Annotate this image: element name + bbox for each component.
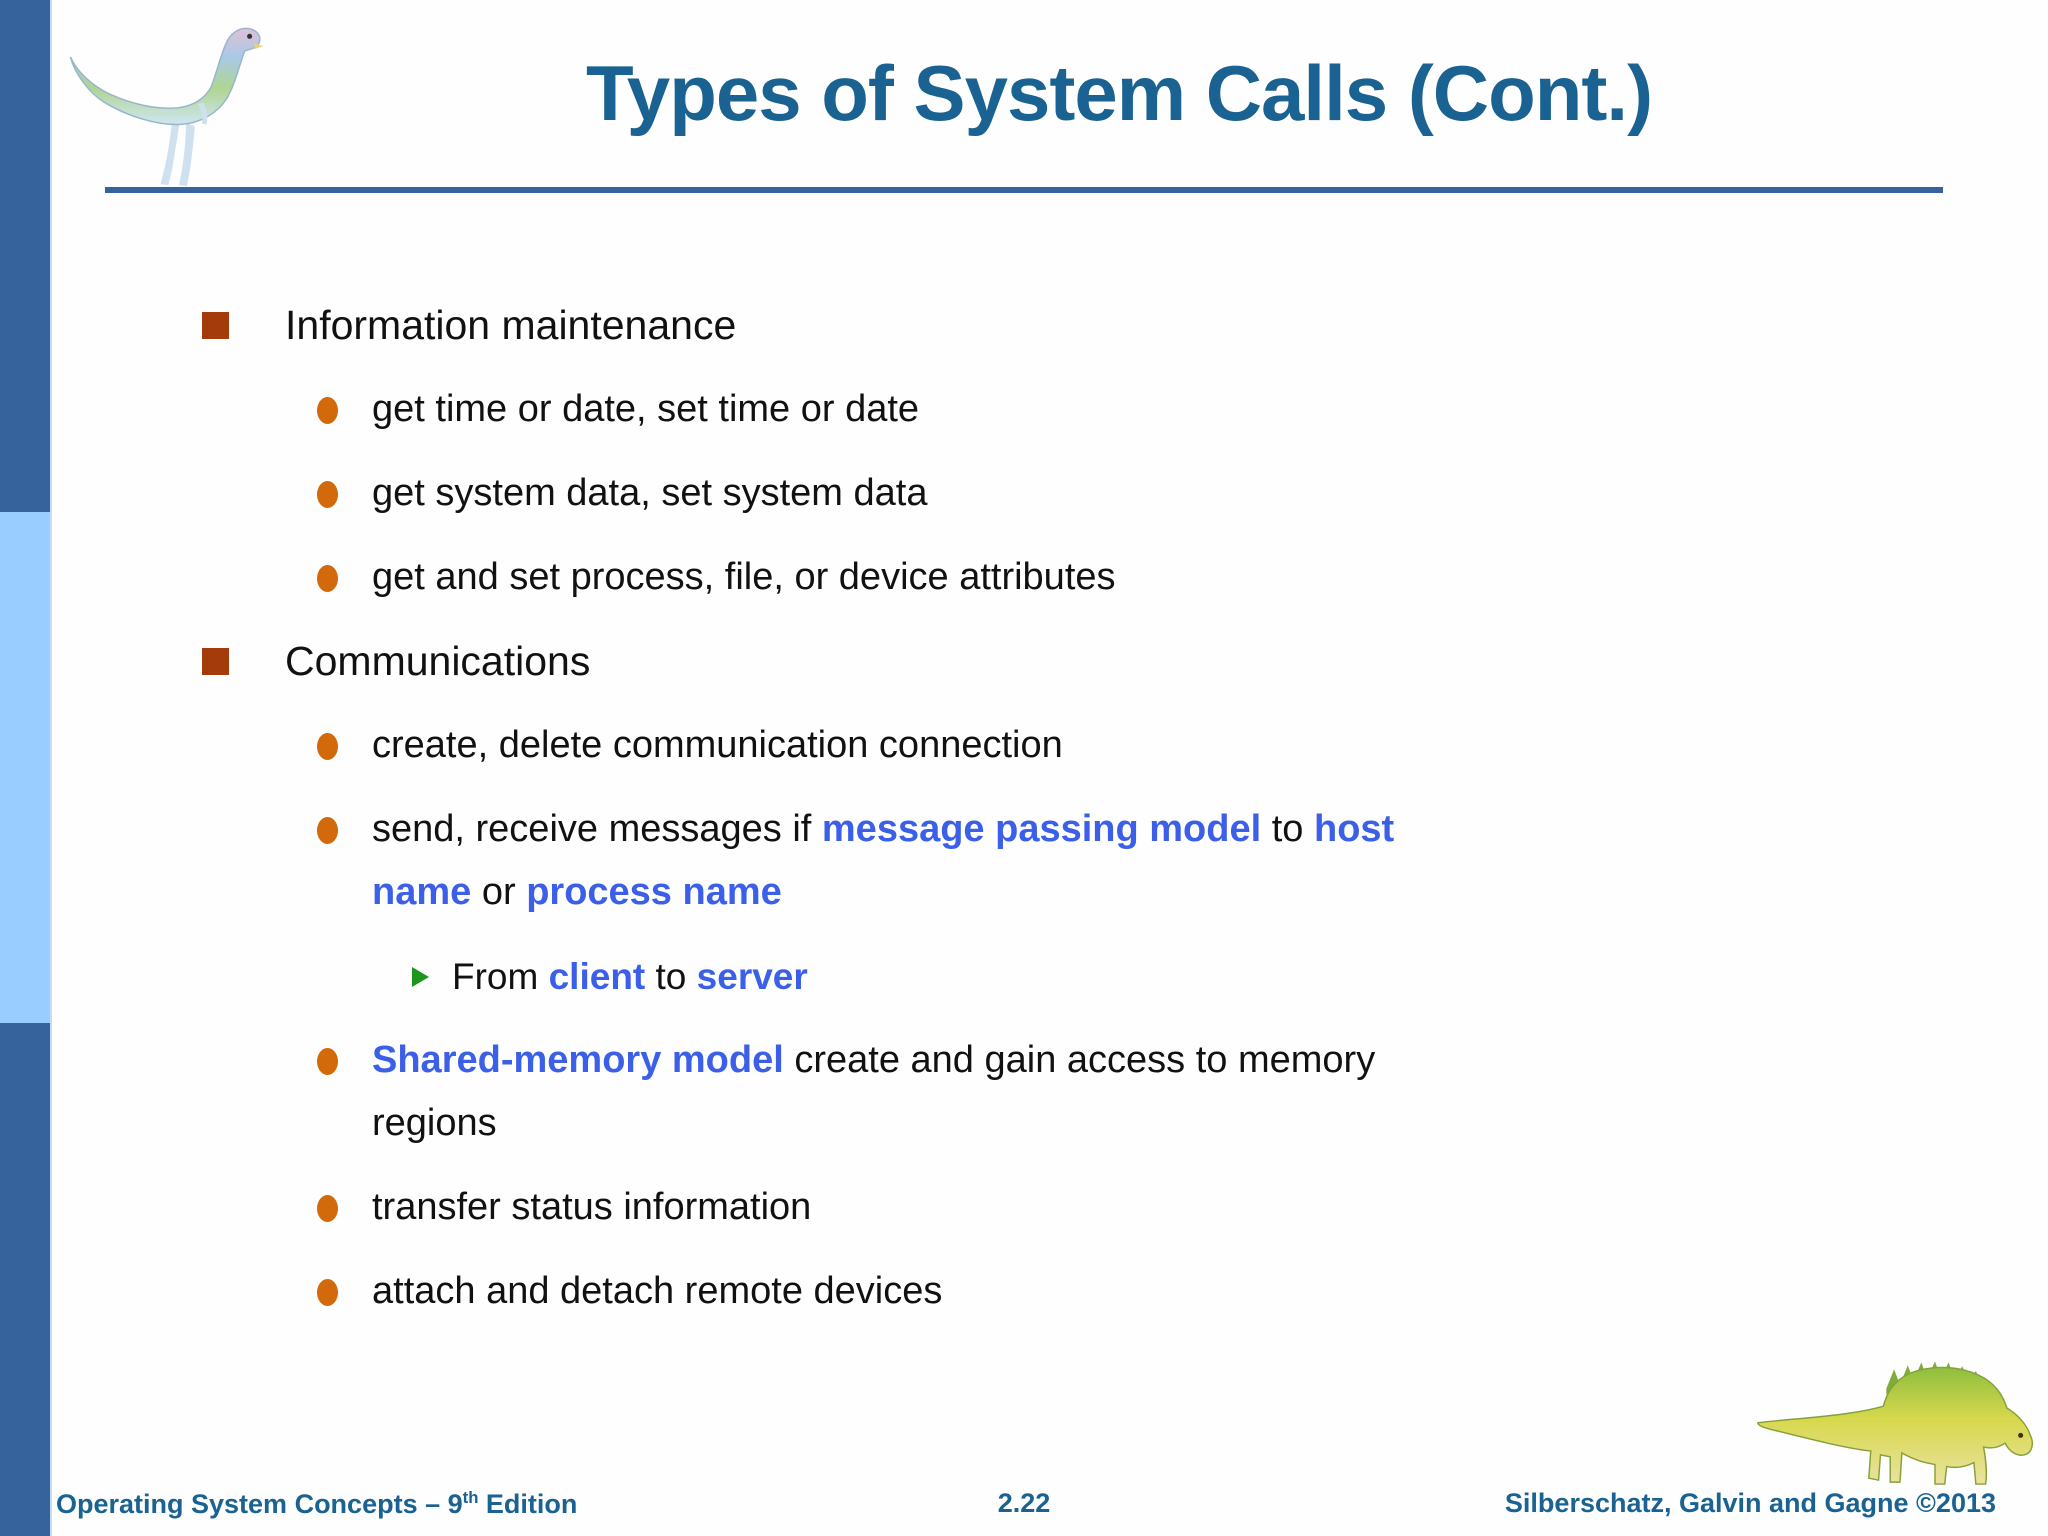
sidebar-segment-light-middle — [0, 512, 50, 1023]
list-item: transfer status information — [0, 1176, 2048, 1239]
list-item: From client to server — [0, 945, 2048, 1008]
triangle-bullet-icon — [412, 967, 429, 987]
circle-bullet-icon — [317, 817, 338, 844]
footer-book-title: Operating System Concepts – 9th Edition — [56, 1488, 578, 1519]
square-bullet-icon — [202, 648, 229, 675]
list-item-text: transfer status information — [372, 1186, 812, 1228]
slide-page-number: 2.22 — [997, 1488, 1051, 1518]
circle-bullet-icon — [317, 481, 338, 508]
list-item-text: Communications — [285, 638, 591, 684]
list-item-text: get system data, set system data — [372, 472, 928, 514]
bullet-list: Information maintenance get time or date,… — [0, 294, 2048, 1344]
circle-bullet-icon — [317, 565, 338, 592]
list-item: get system data, set system data — [0, 462, 2048, 525]
list-item-text: get time or date, set time or date — [372, 388, 920, 430]
circle-bullet-icon — [317, 733, 338, 760]
list-item: send, receive messages if message passin… — [0, 798, 2048, 924]
circle-bullet-icon — [317, 1048, 338, 1075]
title-underline-rule — [105, 187, 1943, 193]
footer-authors: Silberschatz, Galvin and Gagne ©2013 — [1504, 1488, 1996, 1518]
circle-bullet-icon — [317, 1279, 338, 1306]
list-item-text: Information maintenance — [285, 302, 737, 348]
sidebar-color-band — [0, 0, 52, 1536]
list-item-text: From client to server — [452, 956, 808, 997]
circle-bullet-icon — [317, 397, 338, 424]
list-item: create, delete communication connection — [0, 714, 2048, 777]
circle-bullet-icon — [317, 1195, 338, 1222]
ouranosaurus-dinosaur-image — [1757, 1361, 2034, 1485]
list-item: attach and detach remote devices — [0, 1260, 2048, 1323]
square-bullet-icon — [202, 312, 229, 339]
footer-superscript: th — [462, 1488, 479, 1507]
slide-title: Types of System Calls (Cont.) — [585, 49, 1653, 137]
gallimimus-dinosaur-logo-image — [69, 27, 264, 187]
list-item: Information maintenance — [0, 294, 2048, 357]
list-item: Shared-memory model create and gain acce… — [0, 1029, 2048, 1155]
list-item-text: create, delete communication connection — [372, 724, 1063, 766]
sidebar-segment-dark-bottom — [0, 1023, 50, 1536]
sidebar-segment-dark-top — [0, 0, 50, 512]
list-item: get and set process, file, or device att… — [0, 546, 2048, 609]
list-item-text: attach and detach remote devices — [372, 1270, 943, 1312]
footer: Operating System Concepts – 9th Edition … — [0, 1484, 2048, 1528]
list-item-text: get and set process, file, or device att… — [372, 556, 1116, 598]
list-item: get time or date, set time or date — [0, 378, 2048, 441]
list-item-text: Shared-memory model create and gain acce… — [372, 1039, 1376, 1144]
list-item: Communications — [0, 630, 2048, 693]
list-item-text: send, receive messages if message passin… — [372, 808, 1395, 913]
